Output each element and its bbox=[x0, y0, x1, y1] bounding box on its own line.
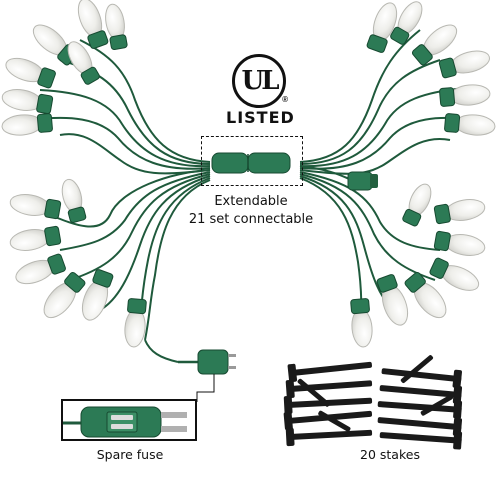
left-bulbs bbox=[1, 0, 147, 348]
ul-listed-label: LISTED bbox=[226, 108, 295, 127]
connectable-label: 21 set connectable bbox=[188, 212, 314, 227]
spare-fuse-label: Spare fuse bbox=[96, 447, 164, 462]
registered-mark: ® bbox=[282, 95, 288, 104]
ul-logo-letters: UL bbox=[232, 54, 286, 108]
spare-fuse-inset bbox=[61, 399, 197, 441]
power-plug bbox=[178, 349, 236, 402]
end-socket bbox=[347, 171, 378, 191]
stakes-pile bbox=[283, 355, 463, 450]
right-bulbs bbox=[350, 1, 496, 348]
center-connector bbox=[211, 152, 291, 174]
extendable-label: Extendable bbox=[214, 194, 288, 209]
plug-closeup-illustration bbox=[63, 406, 187, 438]
connector-highlight-box bbox=[201, 136, 303, 186]
left-wire-bundle bbox=[29, 39, 211, 363]
stakes-label: 20 stakes bbox=[360, 447, 420, 462]
ul-logo: UL ® bbox=[232, 54, 288, 108]
